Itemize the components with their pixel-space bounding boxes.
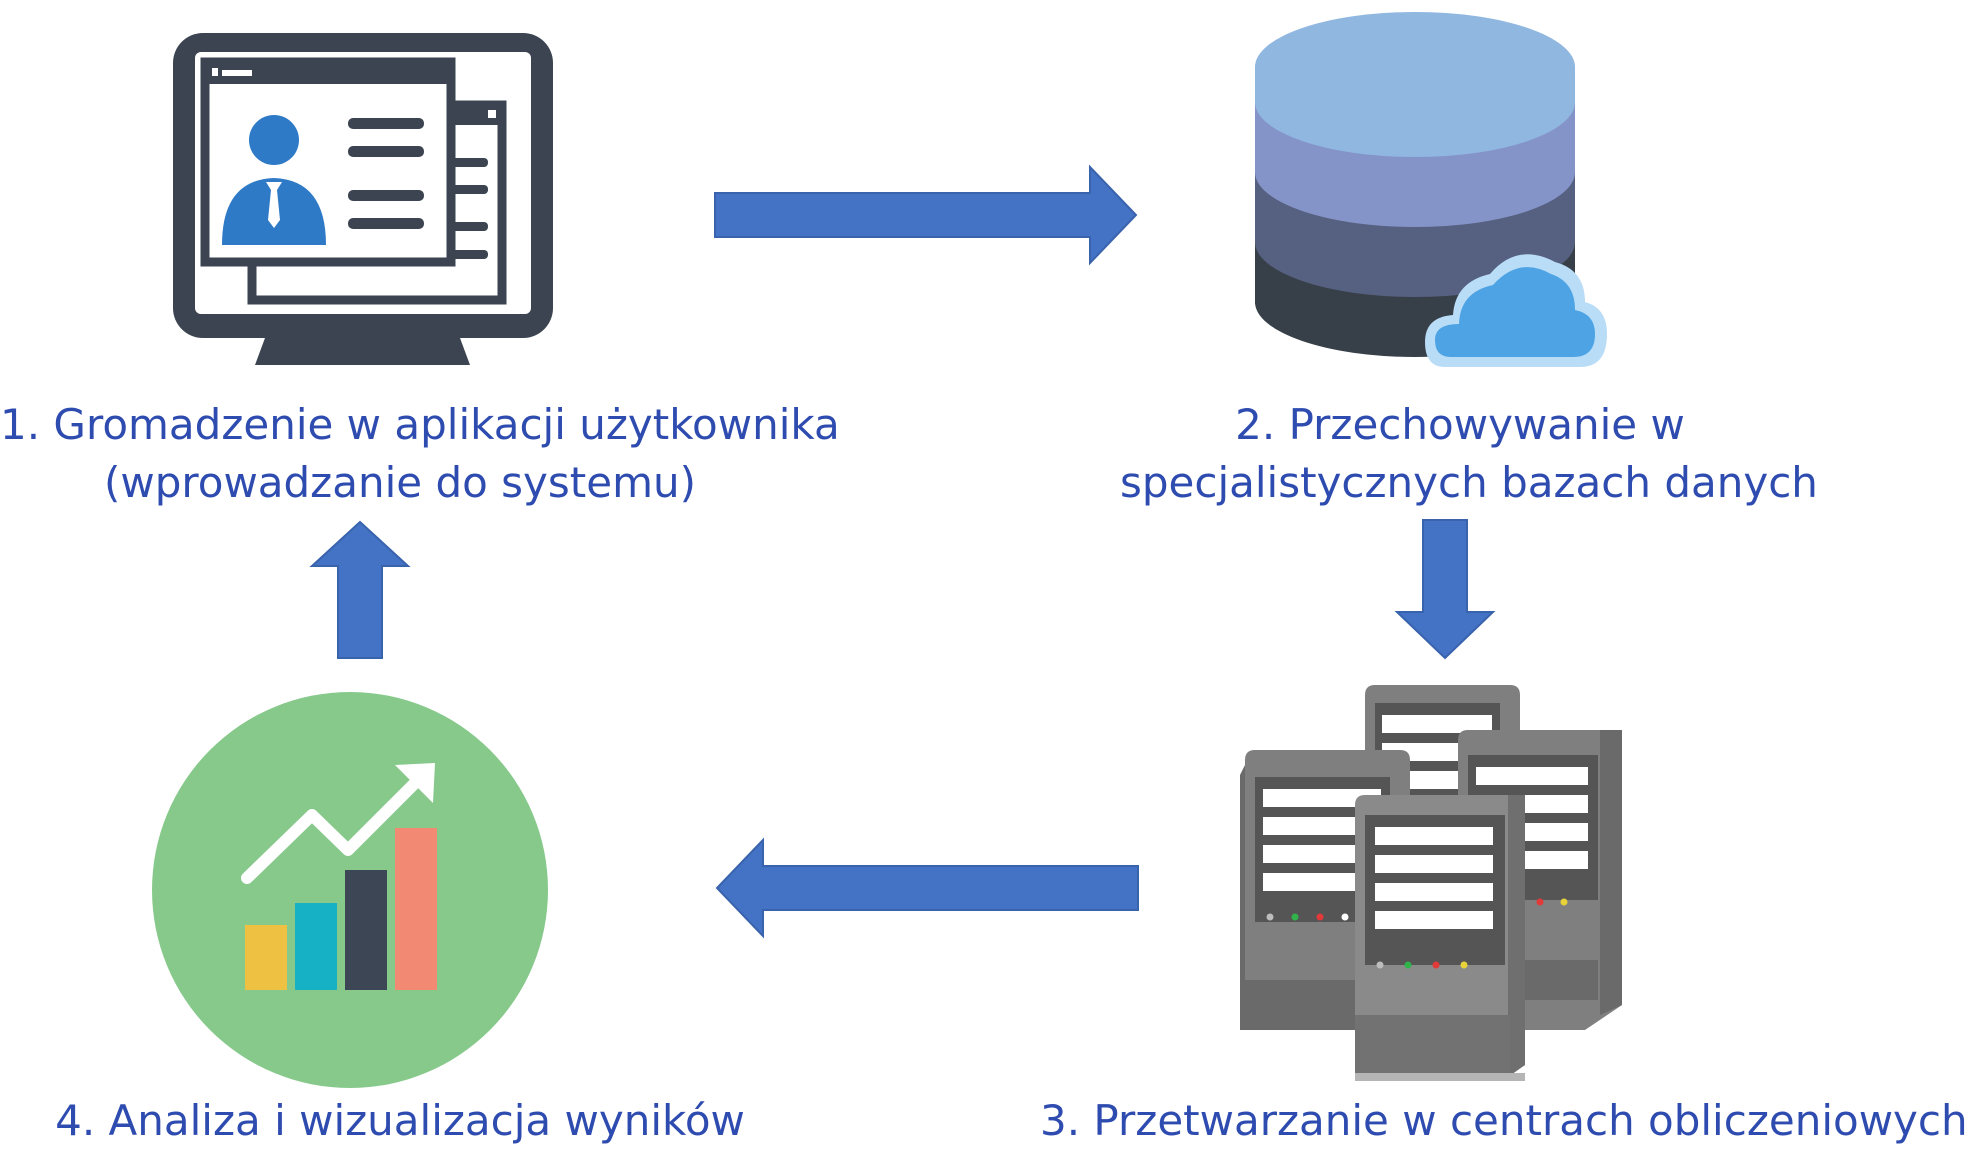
server-racks-icon: [1240, 685, 1622, 1081]
arrow-step-4-to-1: [309, 520, 411, 659]
step-1-label-line-2: (wprowadzanie do systemu): [104, 458, 696, 507]
arrow-step-1-to-2: [714, 164, 1138, 266]
arrow-step-2-to-3: [1394, 519, 1496, 660]
step-2-label: 2. Przechowywanie w specjalistycznych ba…: [1120, 396, 1818, 512]
growth-chart-icon: [152, 692, 548, 1088]
step-4-label: 4. Analiza i wizualizacja wyników: [0, 1092, 800, 1150]
arrow-step-3-to-4: [715, 837, 1139, 939]
step-1-label-line-1: 1. Gromadzenie w aplikacji użytkownika: [0, 400, 840, 449]
step-3-label: 3. Przetwarzanie w centrach obliczeniowy…: [1040, 1092, 1968, 1150]
step-4-label-line-1: 4. Analiza i wizualizacja wyników: [55, 1096, 745, 1145]
step-2-label-line-2: specjalistycznych bazach danych: [1120, 458, 1818, 507]
step-2-label-line-1: 2. Przechowywanie w: [1235, 400, 1685, 449]
step-1-label: 1. Gromadzenie w aplikacji użytkownika (…: [0, 396, 840, 512]
computer-monitor-user-profile-icon: [173, 33, 553, 365]
database-cloud-icon: [1255, 12, 1607, 367]
step-3-label-line-1: 3. Przetwarzanie w centrach obliczeniowy…: [1040, 1096, 1968, 1145]
